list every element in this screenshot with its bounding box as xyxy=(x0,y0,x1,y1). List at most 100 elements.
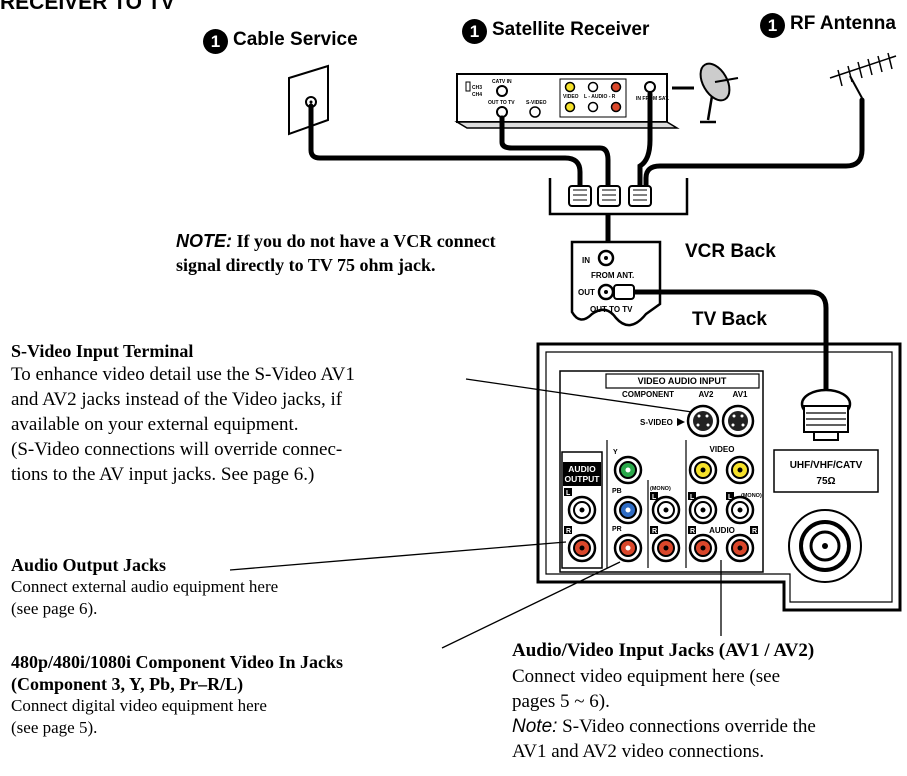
audio-r-jack-av1 xyxy=(725,533,755,563)
ch3-label: CH3 xyxy=(472,85,482,91)
svideo-callout: S-Video Input Terminal To enhance video … xyxy=(11,340,481,487)
mono-label-1: (MONO) xyxy=(650,486,671,492)
vcr-out-label: OUT xyxy=(578,288,595,297)
satellite-receiver-label: Satellite Receiver xyxy=(492,19,650,40)
vcr-from-ant-label: FROM ANT. xyxy=(591,271,634,280)
component-pr-jack xyxy=(613,533,643,563)
av2-r-label: R xyxy=(690,528,695,535)
mono-label-2: (MONO) xyxy=(741,493,762,499)
component-title-line-2: (Component 3, Y, Pb, Pr–R/L) xyxy=(11,674,244,694)
callout-leaders xyxy=(229,378,722,649)
audio-output-label: AUDIO xyxy=(568,464,596,474)
audio-output-callout-title: Audio Output Jacks xyxy=(11,555,167,575)
comp-r-label: R xyxy=(652,528,657,535)
video-label: VIDEO xyxy=(563,94,579,100)
vcr-back-title: VCR Back xyxy=(685,241,776,262)
connector-strip xyxy=(548,178,689,216)
av1-label: AV1 xyxy=(733,390,749,399)
cable-service-label: Cable Service xyxy=(233,29,358,50)
component-audio-l-jack xyxy=(651,495,681,525)
vcr-back-panel: IN FROM ANT. OUT OUT TO TV xyxy=(570,240,662,327)
av-input-note-line-2: AV1 and AV2 video connections. xyxy=(512,741,765,762)
step-badge: 1 xyxy=(203,29,228,54)
comp-l-label: L xyxy=(652,494,657,501)
svideo-line-4: (S-Video connections will override conne… xyxy=(11,439,343,460)
av2-label: AV2 xyxy=(699,390,715,399)
component-line-2: (see page 5). xyxy=(11,718,98,737)
tv-back-panel: VIDEO AUDIO INPUT COMPONENT AV2 AV1 S-VI… xyxy=(536,342,902,612)
uhf-f-connector xyxy=(800,388,852,441)
f-connector-1 xyxy=(568,185,592,207)
audio-output-line-2: (see page 6). xyxy=(11,599,98,618)
uhf-75-ohm-jack xyxy=(788,509,862,583)
av-input-line-2: pages 5 ~ 6). xyxy=(512,691,610,712)
component-audio-r-jack xyxy=(651,533,681,563)
svideo-line-2: and AV2 jacks instead of the Video jacks… xyxy=(11,389,343,410)
tv-y-label: Y xyxy=(613,449,618,456)
audio-out-r-label: R xyxy=(566,528,571,535)
av1-r-label: R xyxy=(752,528,757,535)
vcr-in-label: IN xyxy=(582,256,590,265)
audio-out-r-jack xyxy=(567,533,597,563)
component-pb-jack xyxy=(613,495,643,525)
f-connector-3 xyxy=(628,185,652,207)
step-badge: 1 xyxy=(760,13,785,38)
audio-l-jack-av1 xyxy=(725,495,755,525)
svideo-jack-av1 xyxy=(721,404,755,438)
svideo-label: S-VIDEO xyxy=(526,100,547,106)
tv-video-label: VIDEO xyxy=(710,445,735,454)
audio-l-jack-av2 xyxy=(688,495,718,525)
av-input-note-text-1: S-Video connections override the xyxy=(562,716,816,737)
page-title: RECEIVER TO TV xyxy=(0,0,175,14)
component-y-jack xyxy=(613,455,643,485)
rf-antenna-label: RF Antenna xyxy=(790,13,896,34)
tv-back-title: TV Back xyxy=(692,309,767,330)
video-audio-input-label: VIDEO AUDIO INPUT xyxy=(638,376,727,386)
note-label: NOTE: xyxy=(176,231,232,251)
component-label: COMPONENT xyxy=(622,390,674,399)
av2-l-label: L xyxy=(690,494,695,501)
av-input-note-line-1: Note: S-Video connections override the xyxy=(512,714,907,739)
vcr-out-to-tv-label: OUT TO TV xyxy=(590,305,633,314)
tv-pb-label: PB xyxy=(612,488,622,495)
audio-out-l-jack xyxy=(567,495,597,525)
vcr-note: NOTE: If you do not have a VCR connect s… xyxy=(176,229,536,277)
uhf-vhf-catv-label: UHF/VHF/CATV xyxy=(790,460,863,471)
svideo-jack-av2 xyxy=(686,404,720,438)
av-input-line-1: Connect video equipment here (see xyxy=(512,666,781,687)
av-input-callout: Audio/Video Input Jacks (AV1 / AV2) Conn… xyxy=(512,638,907,764)
av-input-callout-title: Audio/Video Input Jacks (AV1 / AV2) xyxy=(512,640,815,661)
svideo-line-1: To enhance video detail use the S-Video … xyxy=(11,364,355,385)
note-text: If you do not have a VCR connect signal … xyxy=(176,231,496,275)
tv-svideo-label: S-VIDEO xyxy=(640,418,673,427)
cables xyxy=(308,91,865,189)
rf-antenna-drawing xyxy=(829,52,897,99)
satellite-dish xyxy=(672,62,739,124)
component-title-line-1: 480p/480i/1080i Component Video In Jacks xyxy=(11,652,344,672)
component-callout: 480p/480i/1080i Component Video In Jacks… xyxy=(11,651,441,739)
video-jack-av2 xyxy=(688,455,718,485)
satellite-receiver-box: CH3 CH4 CATV IN OUT TO TV S-VIDEO VIDEO … xyxy=(454,73,680,129)
tv-pr-label: PR xyxy=(612,526,622,533)
ch4-label: CH4 xyxy=(472,92,482,98)
out-to-tv-label: OUT TO TV xyxy=(488,100,515,106)
in-from-sat-label: IN FROM SAT. xyxy=(636,96,670,102)
tv-audio-label: AUDIO xyxy=(709,526,735,535)
audio-output-callout: Audio Output Jacks Connect external audi… xyxy=(11,554,311,620)
step-badge: 1 xyxy=(462,19,487,44)
svideo-line-3: available on your external equipment. xyxy=(11,414,299,435)
ohm-label: 75Ω xyxy=(816,476,835,487)
svideo-line-5: tions to the AV input jacks. See page 6.… xyxy=(11,464,315,485)
audio-r-jack-av2 xyxy=(688,533,718,563)
audio-label: L - AUDIO - R xyxy=(584,94,616,100)
audio-output-label-2: OUTPUT xyxy=(565,474,601,484)
component-line-1: Connect digital video equipment here xyxy=(11,696,267,715)
f-connector-2 xyxy=(597,185,621,207)
audio-out-l-label: L xyxy=(566,490,571,497)
svideo-callout-title: S-Video Input Terminal xyxy=(11,341,194,361)
catv-in-label: CATV IN xyxy=(492,79,512,85)
